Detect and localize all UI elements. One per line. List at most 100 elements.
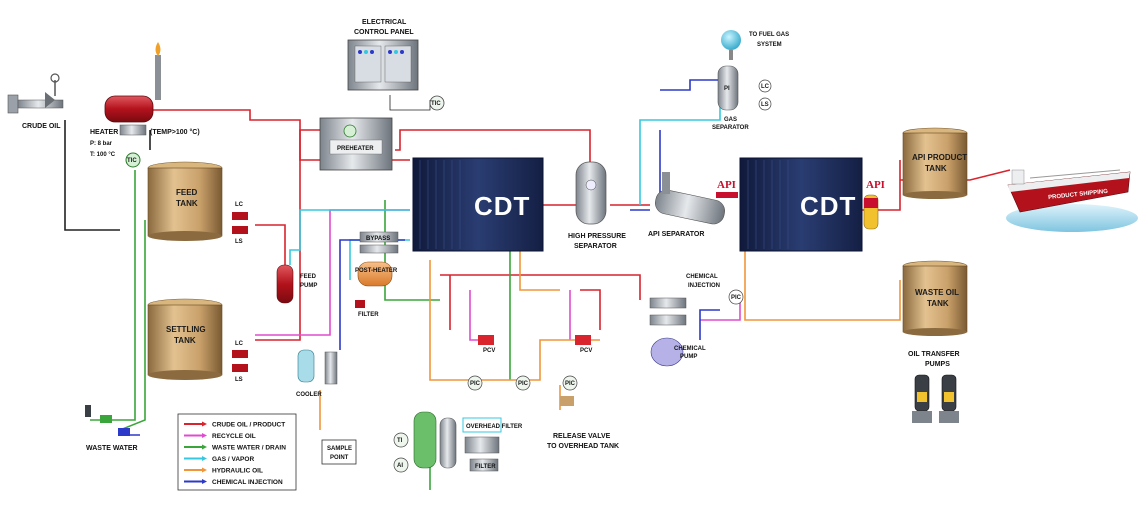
legend-item: CHEMICAL INJECTION — [184, 479, 283, 486]
gas-separator[interactable]: PI — [717, 65, 739, 111]
electrical-panel-label-1: ELECTRICAL — [362, 19, 407, 26]
fuel-gas-sphere — [721, 30, 741, 60]
cooler-label: COOLER — [296, 392, 322, 398]
heater-temperature-label: T: 100 °C — [90, 152, 116, 158]
filter-label: FILTER — [358, 312, 379, 318]
svg-text:AI: AI — [397, 463, 403, 469]
legend-label: CHEMICAL INJECTION — [212, 479, 283, 486]
release-valve-label-2: TO OVERHEAD TANK — [547, 443, 619, 450]
settling-tank-label-2: TANK — [174, 336, 196, 345]
waste-water-label: WASTE WATER — [86, 445, 138, 452]
feed-pump-label-1: FEED — [300, 274, 317, 280]
heater-tic-instrument[interactable]: TIC — [125, 152, 141, 168]
fuel-gas-label-2: SYSTEM — [757, 42, 782, 48]
panel-tic-instrument[interactable]: TIC — [429, 95, 445, 111]
release-valve[interactable] — [560, 396, 574, 406]
api-product-tank-label-2: TANK — [925, 164, 947, 173]
pic-instrument-2[interactable]: PIC — [515, 375, 531, 391]
preheater-label: PREHEATER — [337, 146, 374, 152]
bypass-unit[interactable] — [359, 231, 399, 254]
chemical-pump[interactable] — [650, 337, 684, 367]
svg-text:TI: TI — [397, 438, 403, 444]
legend-label: CRUDE OIL / PRODUCT — [212, 421, 285, 428]
green-separator-vessels[interactable] — [413, 411, 457, 469]
chemical-pic-instrument[interactable]: PIC — [728, 289, 744, 305]
electrical-panel-label-2: CONTROL PANEL — [354, 29, 414, 36]
legend-item: HYDRAULIC OIL — [184, 467, 263, 474]
api-product-tank-label-1: API PRODUCT — [912, 153, 967, 162]
settling-tank-level-valves[interactable] — [232, 350, 248, 372]
cdt-container-left[interactable] — [412, 157, 544, 252]
waste-oil-tank-label-2: TANK — [927, 299, 949, 308]
sample-point-unit[interactable] — [321, 351, 357, 465]
cdt-right-label: CDT — [800, 191, 856, 221]
sample-point-label-1: SAMPLE — [327, 446, 352, 452]
api-label-right: API — [866, 179, 885, 191]
legend-arrow — [202, 421, 207, 427]
oil-transfer-pumps-label-2: PUMPS — [925, 361, 950, 368]
gas-separator-ls[interactable]: LS — [758, 97, 772, 111]
legend-arrow — [202, 444, 207, 450]
ti-instrument[interactable]: TI — [393, 432, 409, 448]
api-product-vessel[interactable] — [863, 194, 879, 230]
svg-text:LC: LC — [761, 84, 770, 90]
pic-instrument-1[interactable]: PIC — [467, 375, 483, 391]
feed-tank[interactable] — [147, 161, 223, 241]
cdt-container-right[interactable] — [739, 157, 863, 252]
heater-label: HEATER — [90, 129, 118, 136]
oil-transfer-pumps-label-1: OIL TRANSFER — [908, 351, 960, 358]
feed-pump[interactable] — [276, 264, 294, 304]
cdt-left-label: CDT — [474, 191, 530, 221]
gas-separator-label-2: SEPARATOR — [712, 125, 749, 131]
feed-tank-level-valves[interactable] — [232, 212, 248, 234]
overhead-filter-unit[interactable] — [462, 417, 502, 472]
pcv-left-label: PCV — [483, 348, 495, 354]
high-pressure-separator[interactable] — [575, 161, 607, 225]
release-valve-label-1: RELEASE VALVE — [553, 433, 611, 440]
legend-label: GAS / VAPOR — [212, 456, 254, 463]
ai-instrument[interactable]: AI — [393, 457, 409, 473]
waste-water-valves[interactable] — [85, 405, 130, 436]
settling-tank-label-1: SETTLING — [166, 325, 206, 334]
post-heater[interactable] — [357, 261, 393, 287]
api-product-tank[interactable] — [902, 127, 968, 199]
fuel-gas-label-1: TO FUEL GAS — [749, 32, 789, 38]
legend-label: HYDRAULIC OIL — [212, 467, 263, 474]
waste-oil-tank-label-1: WASTE OIL — [915, 288, 959, 297]
chemical-injection-units[interactable] — [649, 297, 687, 326]
cooler[interactable] — [297, 349, 315, 383]
waste-oil-tank[interactable] — [902, 260, 968, 336]
overhead-filter-label: OVERHEAD FILTER — [466, 424, 523, 430]
feed-tank-label-2: TANK — [176, 199, 198, 208]
hp-separator-label-2: SEPARATOR — [574, 243, 617, 250]
svg-text:PIC: PIC — [731, 295, 742, 301]
pcv-valve-right[interactable] — [575, 335, 591, 345]
crude-oil-inlet — [7, 73, 64, 114]
api-gauge-left — [716, 192, 738, 198]
legend-item: GAS / VAPOR — [184, 456, 254, 463]
legend-arrow — [202, 467, 207, 473]
settling-tank[interactable] — [147, 298, 223, 380]
gas-separator-lc[interactable]: LC — [758, 79, 772, 93]
svg-text:PI: PI — [724, 86, 730, 92]
feed-tank-label-1: FEED — [176, 188, 198, 197]
svg-text:LS: LS — [761, 102, 769, 108]
feed-pump-label-2: PUMP — [300, 283, 317, 289]
pcv-valve-left[interactable] — [478, 335, 494, 345]
preheater[interactable] — [319, 117, 393, 171]
heater-temp-label: (TEMP>100 °C) — [150, 128, 200, 136]
chemical-injection-label-1: CHEMICAL — [686, 274, 718, 280]
electrical-control-panel[interactable] — [347, 39, 419, 91]
heater-pressure-label: P: 8 bar — [90, 141, 113, 147]
post-heater-label: POST-HEATER — [355, 268, 398, 274]
filter-valve[interactable] — [355, 300, 365, 308]
sample-point-label-2: POINT — [330, 455, 349, 461]
settling-lc-label: LC — [235, 341, 244, 347]
feed-lc-label: LC — [235, 202, 244, 208]
pic-instrument-3[interactable]: PIC — [562, 375, 578, 391]
legend-arrow — [202, 479, 207, 484]
oil-transfer-pumps[interactable] — [912, 374, 959, 423]
api-separator[interactable] — [653, 172, 726, 226]
